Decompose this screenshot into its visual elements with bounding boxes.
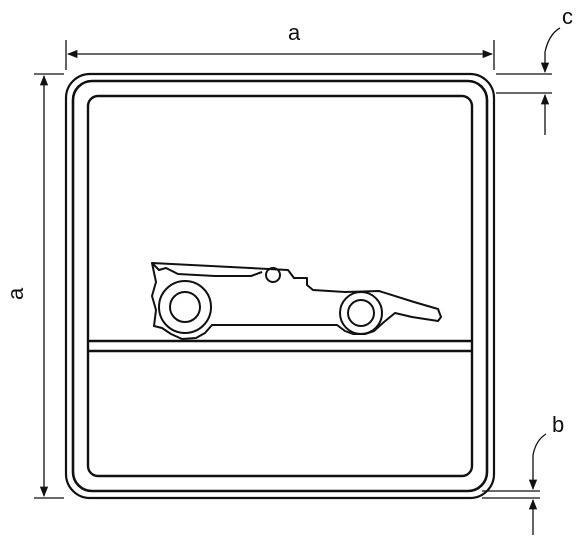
width-label: a (288, 20, 301, 45)
border-gap-dimension (496, 27, 561, 135)
sign-plate (64, 72, 496, 500)
bottom-gap-dimension (482, 433, 547, 535)
border-gap-label: c (562, 4, 573, 29)
race-car-icon (151, 262, 442, 340)
sign-border-outer (71, 79, 489, 493)
bottom-gap-label: b (552, 412, 564, 437)
driver-helmet (265, 267, 281, 283)
height-label: a (3, 287, 28, 300)
front-wheel (339, 291, 383, 335)
sign-outer-edge (64, 72, 496, 500)
sign-border-inner (86, 94, 474, 478)
border-gap-leader (544, 27, 561, 53)
height-dimension (34, 73, 64, 499)
rear-wheel (158, 280, 212, 334)
bottom-gap-leader (532, 433, 547, 456)
width-dimension (65, 40, 495, 70)
